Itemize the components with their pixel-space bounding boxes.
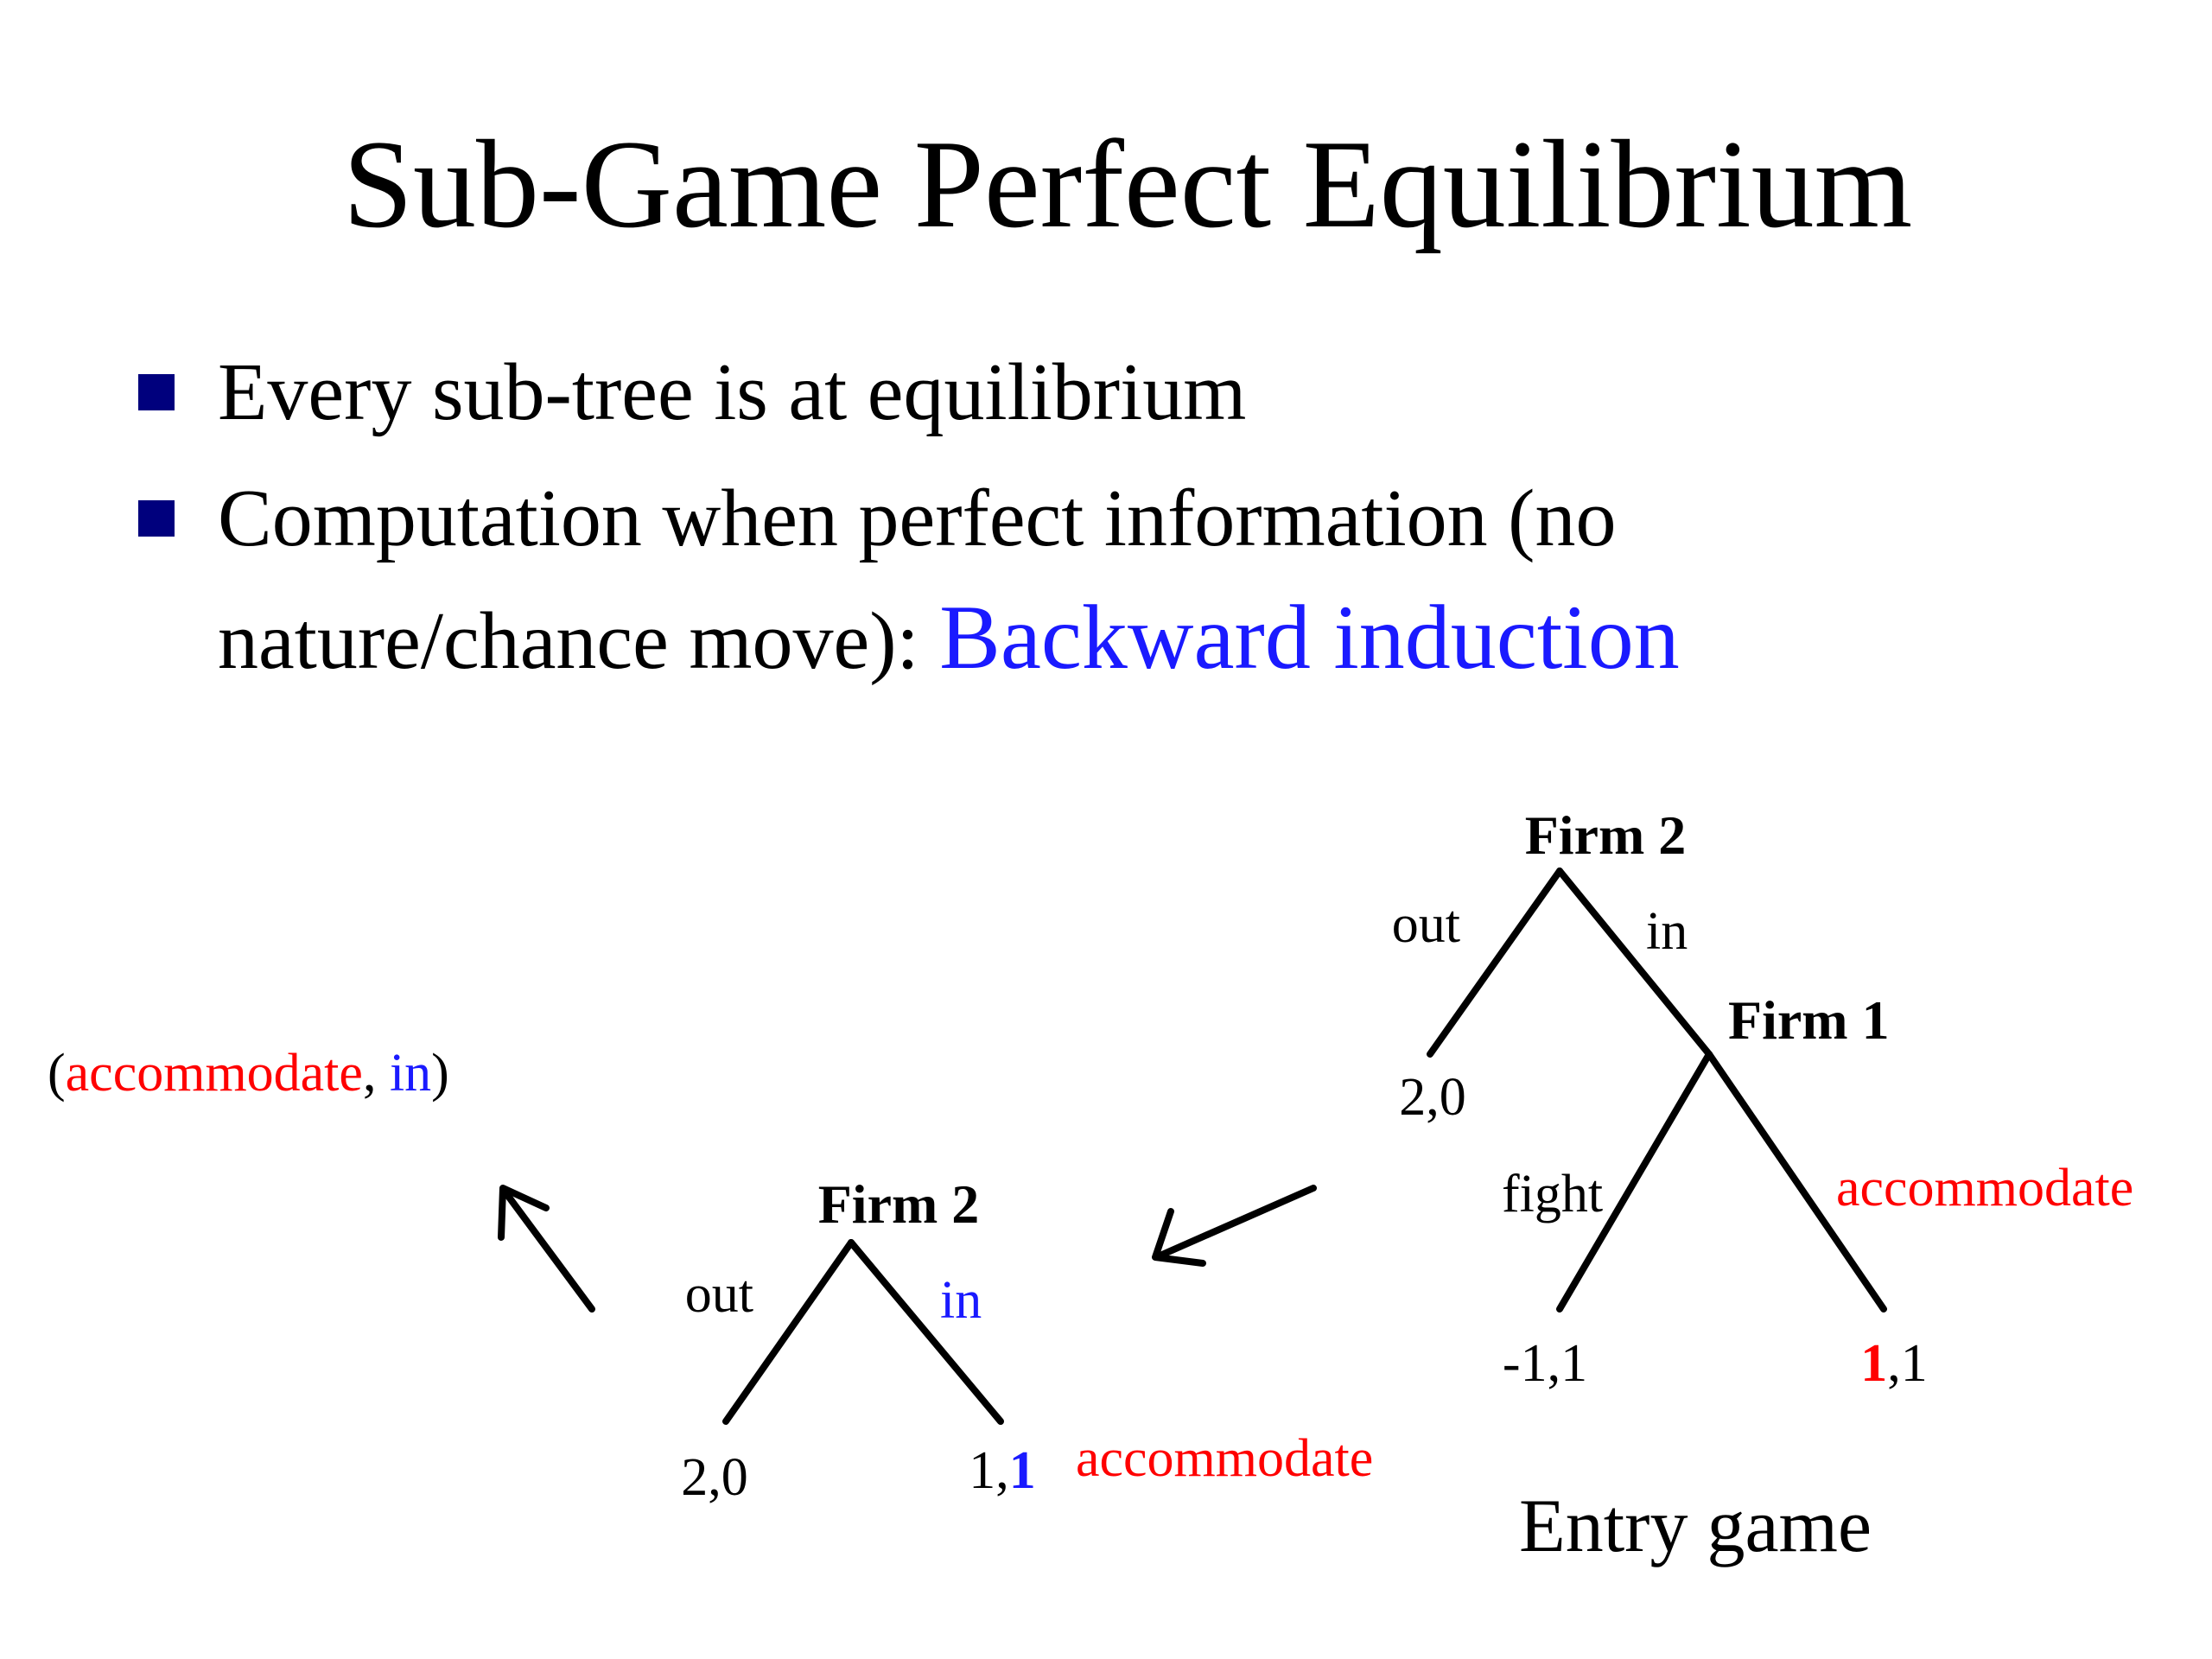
reduced-root-label: Firm 2 — [818, 1173, 980, 1235]
entry-accommodate-label: accommodate — [1836, 1159, 2133, 1217]
entry-game-tree: Firm 2 out in 2,0 Firm 1 fight accommoda… — [1392, 804, 2134, 1568]
bullet-item: Computation when perfect information (no… — [138, 459, 2126, 701]
bullet-text: nature/chance move): — [218, 596, 940, 686]
bullet-list: Every sub-tree is at equilibrium Computa… — [138, 333, 2126, 701]
reduced-out-label: out — [685, 1265, 753, 1324]
reduced-out-payoff: 2,0 — [681, 1448, 748, 1507]
square-bullet-icon — [138, 374, 175, 410]
bullet-text: Computation when perfect information (no — [218, 474, 1617, 563]
entry-fight-label: fight — [1502, 1165, 1603, 1224]
reduced-in-label: in — [940, 1271, 982, 1330]
solution-second: in — [390, 1044, 431, 1103]
solution-close: ) — [431, 1044, 449, 1103]
entry-fight-branch — [1556, 1051, 1713, 1313]
entry-in-label: in — [1646, 902, 1688, 961]
payoff-rest: 1, — [969, 1441, 1009, 1500]
reduced-in-branch — [848, 1239, 1004, 1425]
entry-out-branch — [1427, 868, 1563, 1058]
payoff-highlight: 1 — [1009, 1441, 1036, 1500]
entry-out-payoff: 2,0 — [1399, 1068, 1466, 1127]
entry-in-branch — [1556, 868, 1713, 1058]
reduced-accommodate-annotation: accommodate — [1076, 1429, 1373, 1488]
slide-title: Sub-Game Perfect Equilibrium — [342, 114, 1913, 254]
entry-fight-payoff: -1,1 — [1503, 1334, 1587, 1393]
bullet-item: Every sub-tree is at equilibrium — [138, 333, 2126, 452]
backward-induction-highlight: Backward induction — [939, 587, 1680, 688]
entry-out-label: out — [1392, 895, 1460, 954]
solution-first: accommodate — [66, 1044, 363, 1103]
reduced-out-branch — [722, 1239, 855, 1425]
entry-game-caption: Entry game — [1519, 1484, 1872, 1568]
reduction-arrow-icon — [1152, 1185, 1317, 1267]
reduced-in-payoff: 1,1 — [969, 1441, 1036, 1500]
entry-firm1-label: Firm 1 — [1728, 989, 1890, 1051]
entry-accommodate-branch — [1706, 1051, 1887, 1313]
bullet-text: Every sub-tree is at equilibrium — [218, 347, 1247, 437]
entry-accommodate-payoff: 1,1 — [1860, 1334, 1928, 1393]
equilibrium-solution: (accommodate, in) — [48, 1044, 449, 1103]
reduced-game-tree: Firm 2 out in 2,0 1,1 accommodate — [681, 1173, 1373, 1507]
payoff-highlight: 1 — [1860, 1334, 1887, 1393]
payoff-rest: ,1 — [1887, 1334, 1928, 1393]
solution-sep: , — [363, 1044, 390, 1103]
square-bullet-icon — [138, 500, 175, 537]
entry-root-label: Firm 2 — [1525, 804, 1687, 866]
solution-arrow-icon — [498, 1185, 595, 1313]
solution-open: ( — [48, 1044, 66, 1103]
